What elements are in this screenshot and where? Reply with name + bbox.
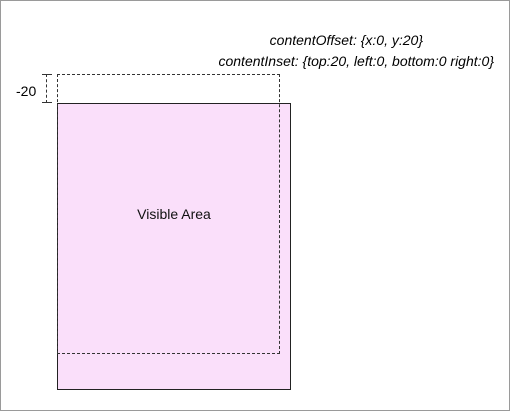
inset-dimension-tick-top [42,74,52,75]
visible-area-label: Visible Area [137,206,211,222]
content-offset-caption: contentOffset: {x:0, y:20} [269,32,423,48]
content-area-dashed-outline [57,74,280,354]
inset-dimension-line [46,74,47,103]
inset-value-label: -20 [16,83,37,99]
visible-area-rect: Visible Area [57,103,291,390]
inset-dimension-tick-bottom [42,102,52,103]
content-inset-caption: contentInset: {top:20, left:0, bottom:0 … [218,53,494,69]
